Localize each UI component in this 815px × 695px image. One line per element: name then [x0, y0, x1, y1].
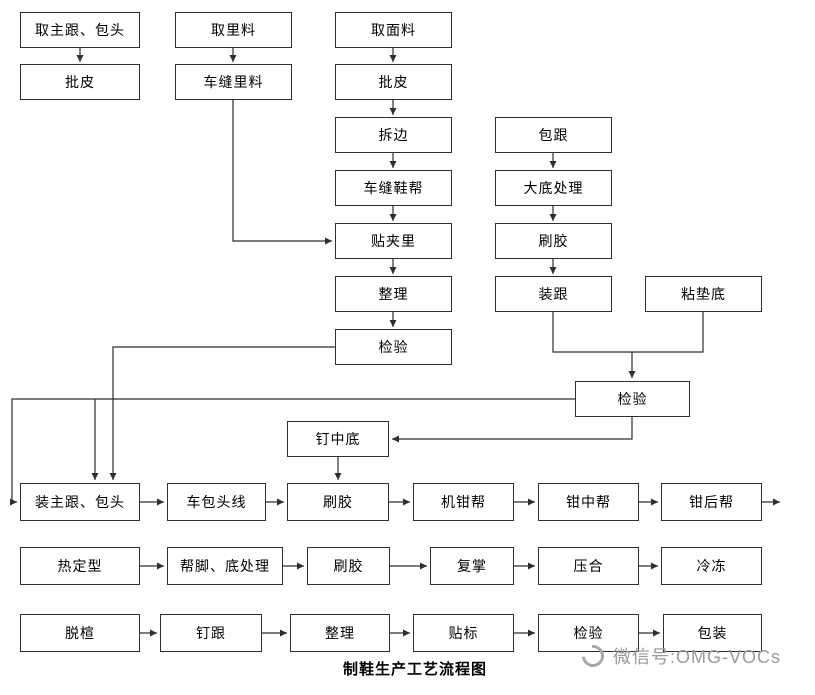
- node-packaging: 包装: [663, 614, 762, 652]
- node-final-inspection: 检验: [538, 614, 639, 652]
- node-nail-heel: 钉跟: [160, 614, 262, 652]
- node-attach-lining: 贴夹里: [335, 223, 452, 259]
- node-waist-lasting: 钳中帮: [538, 483, 639, 521]
- node-stitch-toe-line: 车包头线: [167, 483, 266, 521]
- node-delasting: 脱楦: [20, 614, 140, 652]
- watermark-text: 微信号:OMG-VOCs: [613, 647, 781, 667]
- node-stitch-lining: 车缝里料: [175, 64, 292, 100]
- node-heel-lasting: 钳后帮: [661, 483, 762, 521]
- node-insert-counter-toe-puff: 装主跟、包头: [20, 483, 140, 521]
- diagram-caption: 制鞋生产工艺流程图: [342, 661, 487, 678]
- node-sole-laying: 复掌: [430, 547, 514, 585]
- node-wrap-heel: 包跟: [495, 117, 612, 153]
- node-inspect-upper: 检验: [335, 329, 452, 365]
- node-attach-heel: 装跟: [495, 276, 612, 312]
- node-heat-setting: 热定型: [20, 547, 140, 585]
- node-final-tidy: 整理: [290, 614, 390, 652]
- node-skive-leather-1: 批皮: [20, 64, 140, 100]
- node-take-upper-material: 取面料: [335, 12, 452, 48]
- node-skive-leather-2: 批皮: [335, 64, 452, 100]
- node-outsole-treatment: 大底处理: [495, 170, 612, 206]
- node-stitch-upper: 车缝鞋帮: [335, 170, 452, 206]
- node-machine-lasting: 机钳帮: [413, 483, 514, 521]
- node-inspect-sole: 检验: [575, 381, 690, 417]
- node-edge-folding: 拆边: [335, 117, 452, 153]
- node-press-bonding: 压合: [538, 547, 639, 585]
- node-tidy-upper: 整理: [335, 276, 452, 312]
- node-take-lining: 取里料: [175, 12, 292, 48]
- wechat-logo-icon: [577, 640, 609, 672]
- node-chilling: 冷冻: [661, 547, 762, 585]
- node-apply-glue-sole: 刷胶: [495, 223, 612, 259]
- node-glue-insole-pad: 粘垫底: [645, 276, 762, 312]
- node-take-counter-toe-puff: 取主跟、包头: [20, 12, 140, 48]
- node-apply-glue-bottom: 刷胶: [307, 547, 390, 585]
- node-bottom-treatment: 帮脚、底处理: [167, 547, 283, 585]
- node-apply-glue-lasting: 刷胶: [287, 483, 389, 521]
- node-labeling: 贴标: [413, 614, 514, 652]
- node-nail-midsole: 钉中底: [287, 421, 389, 457]
- watermark: 微信号:OMG-VOCs: [577, 640, 781, 672]
